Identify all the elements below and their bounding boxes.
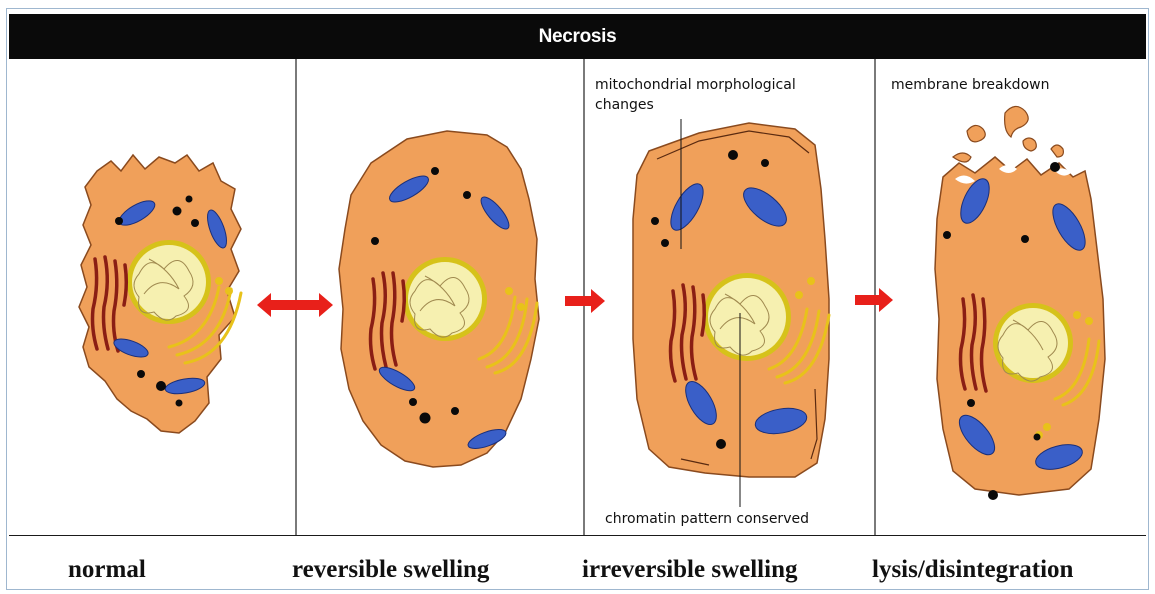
stage-label-lysis: lysis/disintegration <box>872 556 1073 584</box>
stage-labels: normal reversible swelling irreversible … <box>0 556 1155 590</box>
stage-label-irreversible: irreversible swelling <box>582 556 797 584</box>
stage-label-reversible: reversible swelling <box>292 556 489 584</box>
header-title: Necrosis <box>9 14 1146 59</box>
header-bar: Necrosis <box>9 14 1146 59</box>
stage-label-normal: normal <box>68 556 146 584</box>
panel-bottom-border <box>9 59 1146 536</box>
